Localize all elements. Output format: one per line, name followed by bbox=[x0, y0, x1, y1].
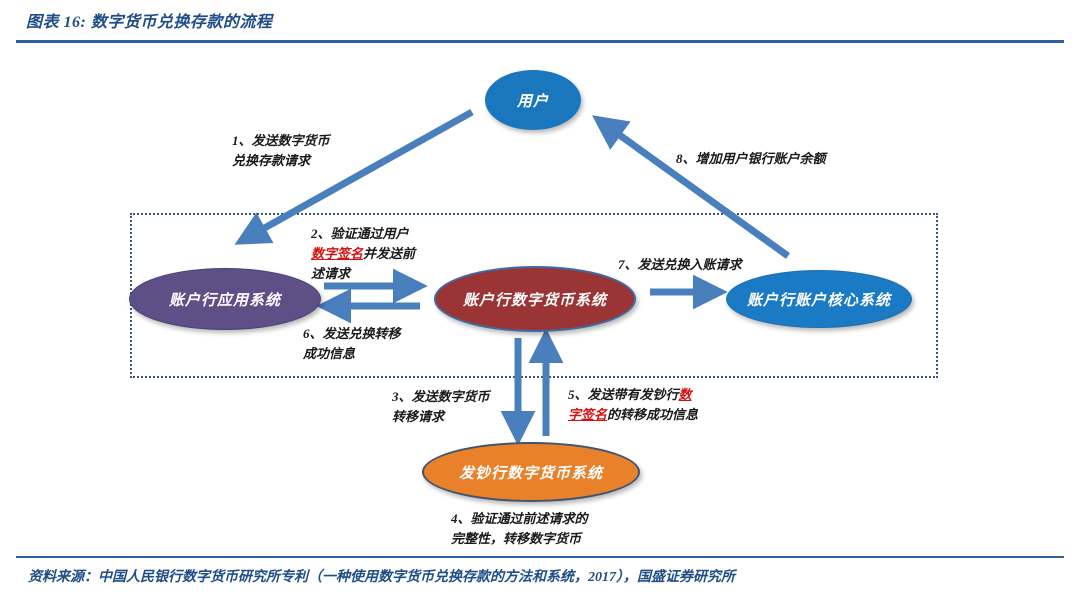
edge-label-step-4: 4、验证通过前述请求的完整性，转移数字货币 bbox=[451, 511, 588, 547]
source-note: 资料来源：中国人民银行数字货币研究所专利（一种使用数字货币兑换存款的方法和系统，… bbox=[28, 570, 735, 585]
node-bank-account-core-system-label: 账户行账户核心系统 bbox=[746, 292, 891, 309]
edge-label-step-3: 3、发送数字货币转移请求 bbox=[392, 389, 490, 425]
node-bank-application-system[interactable]: 账户行应用系统 bbox=[129, 268, 321, 330]
node-bank-account-core-system[interactable]: 账户行账户核心系统 bbox=[726, 270, 912, 328]
node-bank-digital-currency-system[interactable]: 账户行数字货币系统 bbox=[434, 266, 636, 332]
footer-divider bbox=[16, 556, 1064, 558]
arrow-step-8 bbox=[592, 115, 791, 259]
node-issuer-digital-currency-system-label: 发钞行数字货币系统 bbox=[458, 465, 603, 482]
edge-label-step-2: 2、验证通过用户数字签名并发送前述请求 bbox=[311, 226, 416, 282]
node-bank-application-system-label: 账户行应用系统 bbox=[168, 292, 281, 309]
flowchart-canvas: 用户 账户行应用系统 账户行数字货币系统 账户行账户核心系统 发钞行数字货币系统… bbox=[0, 44, 1080, 554]
node-user[interactable]: 用户 bbox=[485, 70, 581, 130]
edge-label-step-8: 8、增加用户银行账户余额 bbox=[676, 151, 826, 166]
edge-label-step-7: 7、发送兑换入账请求 bbox=[618, 257, 742, 272]
arrow-step-1 bbox=[234, 108, 474, 245]
edge-label-step-1: 1、发送数字货币兑换存款请求 bbox=[232, 133, 330, 169]
edge-label-step-6: 6、发送兑换转移成功信息 bbox=[303, 326, 401, 362]
title-divider bbox=[16, 40, 1064, 43]
page-title: 图表 16: 数字货币兑换存款的流程 bbox=[26, 14, 273, 31]
node-user-label: 用户 bbox=[516, 93, 549, 110]
node-bank-digital-currency-system-label: 账户行数字货币系统 bbox=[462, 292, 607, 309]
edge-label-step-5: 5、发送带有发钞行数字签名的转移成功信息 bbox=[568, 387, 699, 423]
connector-layer bbox=[234, 108, 791, 446]
node-issuer-digital-currency-system[interactable]: 发钞行数字货币系统 bbox=[422, 442, 640, 502]
